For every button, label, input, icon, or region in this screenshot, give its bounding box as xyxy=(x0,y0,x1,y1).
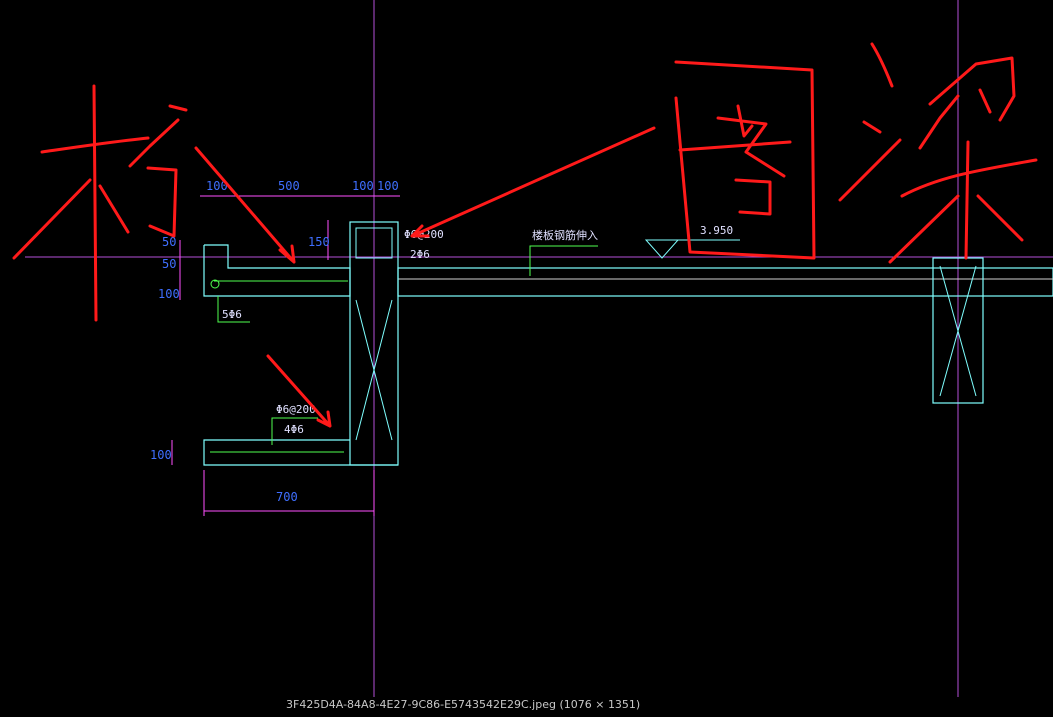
right-column xyxy=(932,257,984,404)
arrow-to-bottom-ledge-icon xyxy=(266,354,332,428)
right-column-cross-b xyxy=(939,265,977,397)
elevation-value: 3.950 xyxy=(700,224,733,237)
image-filename-caption: 3F425D4A-84A8-4E27-9C86-E5743542E29C.jpe… xyxy=(286,698,641,711)
cad-drawing: 100 500 100 100 150 50 50 100 100 700 Φ6… xyxy=(12,0,1053,697)
dim-100-bottom: 100 xyxy=(150,448,172,462)
dim-150: 150 xyxy=(308,235,330,249)
label-rebar-2: 2Φ6 xyxy=(410,248,430,261)
floor-slab xyxy=(397,267,1053,297)
dim-100-top-left: 100 xyxy=(206,179,228,193)
handwritten-char-right-2-icon xyxy=(838,42,1038,264)
cantilever-rebar-hook xyxy=(210,279,220,289)
dim-50b: 50 xyxy=(162,257,176,271)
dim-50a: 50 xyxy=(162,235,176,249)
dim-100-left: 100 xyxy=(158,287,180,301)
beam-cross-b xyxy=(355,299,393,441)
leader-rebar-4 xyxy=(271,417,318,445)
leader-rebar-5 xyxy=(217,296,250,323)
dim-100-top-right-b: 100 xyxy=(377,179,399,193)
label-rebar-5: 5Φ6 xyxy=(222,308,242,321)
leader-slab-note xyxy=(529,245,598,276)
bottom-ledge-outline xyxy=(203,439,398,466)
dim-100-top-right-a: 100 xyxy=(352,179,374,193)
arrow-to-ring-beam-icon xyxy=(410,126,656,238)
dim-700: 700 xyxy=(276,490,298,504)
label-slab-note: 楼板钢筋伸入 xyxy=(532,228,598,242)
handwritten-char-right-icon xyxy=(674,60,816,260)
dim-500-top: 500 xyxy=(278,179,300,193)
handwritten-char-left-icon xyxy=(12,84,188,322)
ring-beam-top xyxy=(355,227,393,259)
arrow-to-cantilever-icon xyxy=(194,146,296,264)
label-stirrup-bottom: Φ6@200 xyxy=(276,403,316,416)
label-rebar-4: 4Φ6 xyxy=(284,423,304,436)
elevation-triangle xyxy=(644,239,680,259)
